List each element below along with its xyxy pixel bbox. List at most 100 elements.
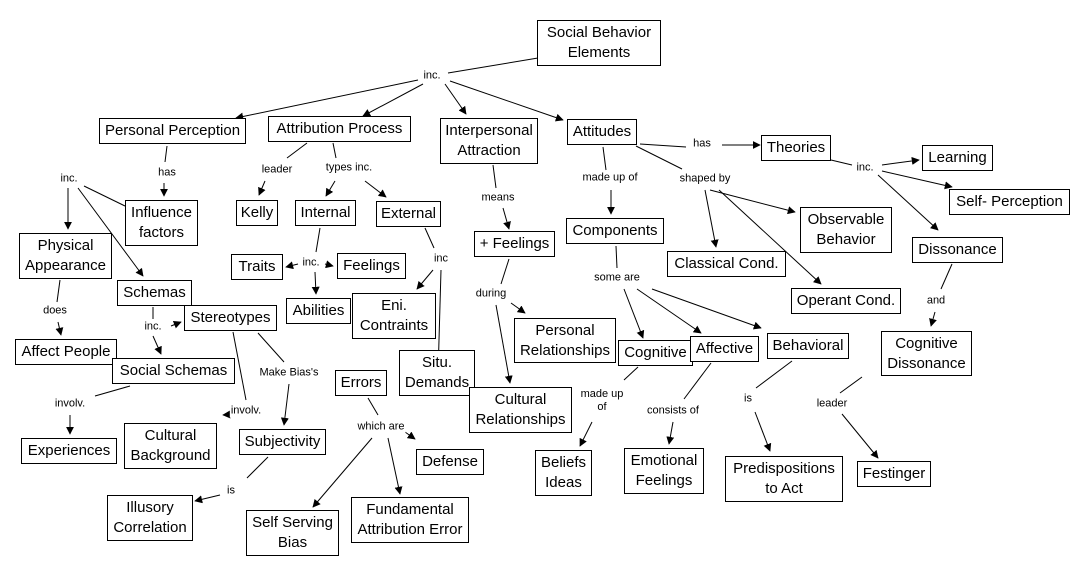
connector-arrow	[881, 170, 953, 190]
connector-line	[83, 185, 126, 207]
connector-line	[940, 263, 953, 290]
node-cultural-relationships[interactable]: Cultural Relationships	[469, 387, 572, 433]
connector-arrow	[704, 189, 719, 248]
connector-line	[56, 279, 61, 303]
link-label-att-has: has	[692, 137, 712, 151]
node-subjectivity[interactable]: Subjectivity	[239, 429, 326, 455]
connector-arrow	[285, 261, 299, 270]
connector-line	[94, 385, 131, 397]
connector-line	[602, 146, 607, 171]
connector-arrow	[404, 431, 416, 440]
connector-arrow	[841, 413, 879, 459]
link-label-cog-made: made up of	[579, 388, 625, 414]
connector-line	[286, 142, 308, 159]
link-label-ap-types: types inc.	[324, 161, 374, 175]
connector-line	[615, 245, 618, 269]
node-attribution-process[interactable]: Attribution Process	[268, 116, 411, 142]
node-beliefs-ideas[interactable]: Beliefs Ideas	[535, 450, 592, 496]
node-physical-appearance[interactable]: Physical Appearance	[19, 233, 112, 279]
connector-arrow	[280, 383, 290, 426]
link-label-schemas-inc: inc.	[143, 320, 163, 334]
connector-arrow	[449, 80, 564, 122]
connector-line	[623, 366, 639, 381]
node-interpersonal-attraction[interactable]: Interpersonal Attraction	[440, 118, 538, 164]
link-label-ap-leader: leader	[260, 163, 294, 177]
connector-arrow	[312, 437, 373, 508]
node-components[interactable]: Components	[566, 218, 664, 244]
node-cognitive[interactable]: Cognitive	[618, 340, 693, 366]
link-label-beh-is: is	[743, 392, 753, 406]
link-label-att-shaped: shaped by	[678, 172, 732, 186]
node-affective[interactable]: Affective	[690, 336, 759, 362]
connector-arrow	[311, 271, 320, 295]
node-festinger[interactable]: Festinger	[857, 461, 931, 487]
node-errors[interactable]: Errors	[335, 370, 387, 396]
connector-arrow	[362, 83, 424, 117]
link-label-pa-does: does	[42, 304, 68, 318]
node-theories[interactable]: Theories	[761, 135, 831, 161]
node-cultural-background[interactable]: Cultural Background	[124, 423, 217, 469]
connector-line	[232, 331, 247, 401]
node-eni-contraints[interactable]: Eni. Contraints	[352, 293, 436, 339]
node-internal[interactable]: Internal	[295, 200, 356, 226]
node-self-serving-bias[interactable]: Self Serving Bias	[246, 510, 339, 556]
link-label-cd-leader: leader	[815, 397, 849, 411]
node-abilities[interactable]: Abilities	[286, 298, 351, 324]
connector-line	[755, 360, 793, 389]
connector-arrow	[325, 180, 336, 197]
node-traits[interactable]: Traits	[231, 254, 283, 280]
connector-arrow	[510, 302, 526, 314]
node-predispositions[interactable]: Predispositions to Act	[725, 456, 843, 502]
link-label-errors-which: which are	[356, 420, 406, 434]
node-learning[interactable]: Learning	[922, 145, 993, 171]
node-defense[interactable]: Defense	[416, 449, 484, 475]
connector-line	[839, 376, 863, 394]
connector-arrow	[502, 207, 511, 230]
node-stereotypes[interactable]: Stereotypes	[184, 305, 277, 331]
connector-arrow	[636, 288, 702, 334]
node-external[interactable]: External	[376, 201, 441, 227]
node-personal-perception[interactable]: Personal Perception	[99, 118, 246, 144]
node-affect-people[interactable]: Affect People	[15, 339, 117, 365]
node-kelly[interactable]: Kelly	[236, 200, 278, 226]
link-label-st-involv: involv.	[229, 404, 263, 418]
connector-arrow	[235, 79, 419, 121]
node-influence-factors[interactable]: Influence factors	[125, 200, 198, 246]
connector-arrow	[666, 421, 675, 445]
link-label-theo-inc: inc.	[855, 161, 875, 175]
connector-arrow	[55, 321, 64, 336]
node-feelings[interactable]: Feelings	[337, 253, 406, 279]
node-behavioral[interactable]: Behavioral	[767, 333, 849, 359]
connector-line	[500, 258, 510, 285]
connector-line	[830, 159, 853, 166]
connector-line	[257, 332, 285, 363]
node-self-perception[interactable]: Self- Perception	[949, 189, 1070, 215]
link-label-int-inc: inc.	[301, 256, 321, 270]
node-experiences[interactable]: Experiences	[21, 438, 117, 464]
node-illusory-correlation[interactable]: Illusory Correlation	[107, 495, 193, 541]
connector-arrow	[651, 288, 762, 330]
connector-arrow	[754, 411, 772, 452]
connector-line	[424, 227, 435, 249]
node-dissonance[interactable]: Dissonance	[912, 237, 1003, 263]
node-classical-cond[interactable]: Classical Cond.	[667, 251, 786, 277]
connector-line	[635, 145, 683, 170]
node-observable-behavior[interactable]: Observable Behavior	[800, 207, 892, 253]
link-label-ext-inc: inc	[432, 252, 450, 266]
node-social-schemas[interactable]: Social Schemas	[112, 358, 235, 384]
link-label-aff-consists: consists of	[646, 404, 700, 418]
node-schemas[interactable]: Schemas	[117, 280, 192, 306]
node-plus-feelings[interactable]: + Feelings	[474, 231, 555, 257]
connector-line	[492, 164, 497, 189]
connector-arrow	[881, 157, 920, 166]
node-personal-relationships[interactable]: Personal Relationships	[514, 318, 616, 363]
node-situ-demands[interactable]: Situ. Demands	[399, 350, 475, 396]
node-emotional-feelings[interactable]: Emotional Feelings	[624, 448, 704, 494]
node-attitudes[interactable]: Attitudes	[567, 119, 637, 145]
node-operant-cond[interactable]: Operant Cond.	[791, 288, 901, 314]
node-social-behavior-elements[interactable]: Social Behavior Elements	[537, 20, 661, 66]
node-fundamental-attribution-error[interactable]: Fundamental Attribution Error	[351, 497, 469, 543]
node-cognitive-dissonance[interactable]: Cognitive Dissonance	[881, 331, 972, 376]
connector-arrow	[929, 311, 937, 327]
